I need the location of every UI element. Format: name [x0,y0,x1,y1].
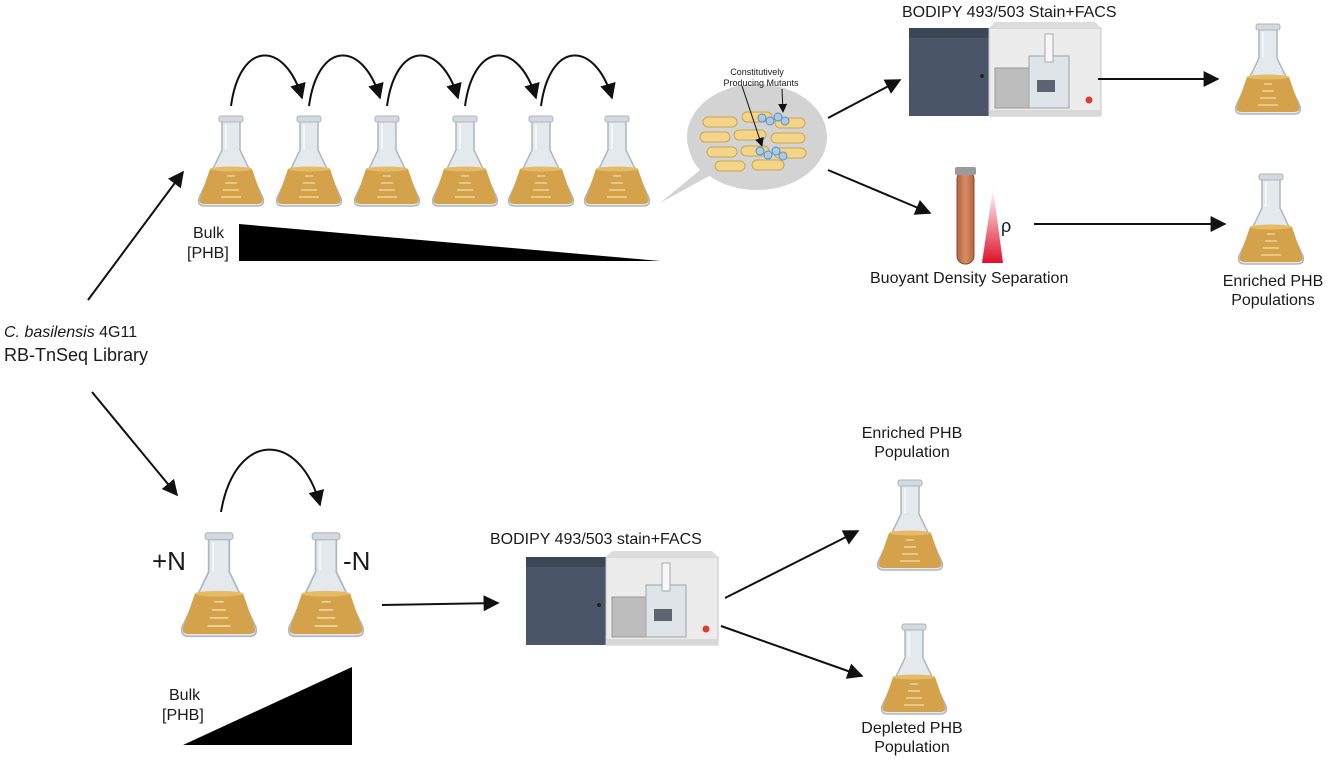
bottom-bulk-label-2: [PHB] [162,707,204,724]
bottom-enriched-label-2: Population [874,444,950,461]
bottom-bulk-label: Bulk [169,687,201,704]
passage-arrow-5 [540,54,616,107]
bottom-passage-arrow [220,448,325,513]
top-bulk-label-2: [PHB] [187,245,229,262]
bottom-enriched-flask [876,479,944,571]
density-tube [956,170,975,265]
top-flask-1 [197,115,265,207]
top-density-result-flask [1237,173,1305,265]
top-flask-2 [275,115,343,207]
bottom-depleted-flask [880,623,948,715]
top-flask-3 [353,115,421,207]
bottom-enriched-label: Enriched PHB [862,425,963,442]
bottom-facs-label: BODIPY 493/503 stain+FACS [490,531,702,548]
density-rho: ρ [1001,216,1011,236]
arrow-facs-to-enriched [724,530,860,599]
passage-arrow-4 [464,54,540,107]
library-species: C. basilensis [4,324,95,341]
minusN-label: -N [343,546,370,576]
top-facs-machine [908,21,1102,117]
arrow-library-to-top [87,170,184,301]
density-label: Buoyant Density Separation [870,270,1068,287]
library-strain: 4G11 [95,324,138,341]
arrow-library-to-bottom [91,391,179,497]
density-gradient-wedge [982,188,1003,263]
arrow-facs-to-depleted [720,625,864,679]
top-facs-result-flask [1234,23,1302,115]
library-label: C. basilensis 4G11 [4,324,137,341]
passage-arrow-1 [230,54,306,107]
bottom-facs-machine [525,550,719,646]
top-flask-4 [431,115,499,207]
passage-arrow-2 [308,54,384,107]
top-facs-label: BODIPY 493/503 Stain+FACS [902,4,1117,21]
library-label-line2: RB-TnSeq Library [4,345,148,365]
top-enriched-label: Enriched PHB [1223,273,1324,290]
arrow-bubble-to-facs [827,79,902,119]
bubble-label-line2: Producing Mutants [723,78,799,88]
top-enriched-label-2: Populations [1231,292,1315,309]
top-bulk-label: Bulk [193,225,225,242]
passage-arrows [230,54,616,107]
plusN-label: +N [152,546,186,576]
arrow-bottom-to-facs [381,595,500,612]
bottom-depleted-label: Depleted PHB [861,720,962,737]
arrow-bubble-to-density [827,169,932,215]
bubble-label-line1: Constitutively [730,67,784,77]
top-flask-6 [583,115,651,207]
bottom-depleted-label-2: Population [874,739,950,756]
passage-arrow-3 [386,54,462,107]
bottom-flask-plusN [180,531,258,638]
bottom-increasing-wedge [183,667,352,745]
mutants-bubble [660,84,827,203]
top-flask-5 [507,115,575,207]
top-decreasing-wedge [239,224,660,261]
